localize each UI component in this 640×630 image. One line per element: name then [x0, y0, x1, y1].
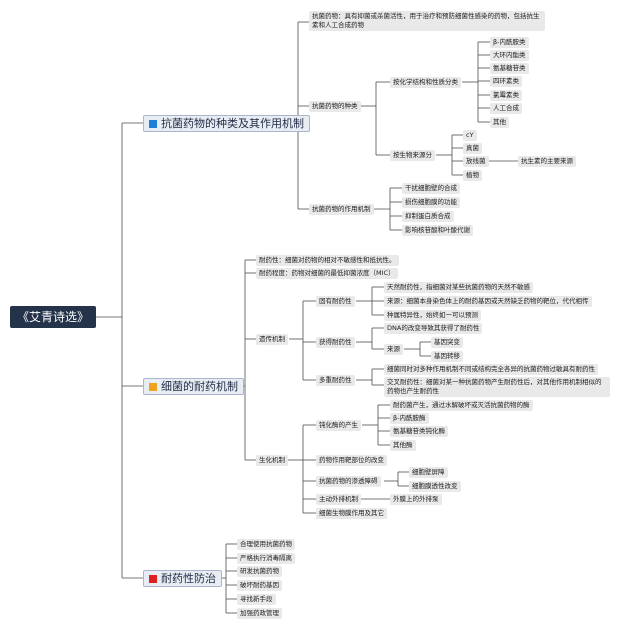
- origin-item[interactable]: 植物: [463, 170, 482, 181]
- types-node[interactable]: 抗菌药物的种类: [309, 101, 361, 112]
- mechanism-item[interactable]: 抑制蛋白质合成: [402, 211, 454, 222]
- dna-change-node[interactable]: DNA的改变导致其获得了耐药性: [384, 323, 483, 334]
- mechanism-node[interactable]: 抗菌药物的作用机制: [309, 204, 374, 215]
- orange-square-icon: [149, 383, 157, 391]
- branch-resistance-mechanism[interactable]: 细菌的耐药机制: [143, 378, 244, 395]
- by-structure-node[interactable]: 按化学结构和性质分类: [390, 77, 461, 88]
- permeability-item[interactable]: 细胞壁屏障: [409, 467, 448, 478]
- red-square-icon: [149, 575, 157, 583]
- multi-resistance-node[interactable]: 多重耐药性: [316, 375, 355, 386]
- branch-label: 耐药性防治: [161, 572, 216, 585]
- blue-square-icon: [149, 120, 157, 128]
- branch-antibacterial-types[interactable]: 抗菌药物的种类及其作用机制: [143, 115, 310, 132]
- source-item[interactable]: 基因突变: [431, 337, 463, 348]
- branch-label: 细菌的耐药机制: [161, 380, 238, 393]
- target-change-node[interactable]: 药物作用靶部位的改变: [316, 455, 387, 466]
- enzyme-item[interactable]: 其他酶: [390, 440, 416, 451]
- efflux-item[interactable]: 外膜上的外排泵: [390, 494, 442, 505]
- structure-item[interactable]: β-内酰胺类: [490, 37, 529, 48]
- mechanism-item[interactable]: 干扰细胞壁的合成: [402, 183, 460, 194]
- efflux-node[interactable]: 主动外排机制: [316, 494, 361, 505]
- branch-prevention[interactable]: 耐药性防治: [143, 570, 222, 587]
- enzyme-node[interactable]: 钝化酶的产生: [316, 420, 361, 431]
- definition-node[interactable]: 抗菌药物：具有抑菌或杀菌活性，用于治疗和预防细菌性感染的药物，包括抗生素和人工合…: [309, 11, 545, 31]
- structure-item[interactable]: 氨基糖苷类: [490, 63, 529, 74]
- intrinsic-item[interactable]: 天然耐药性，指细菌对某些抗菌药物的天然不敏感: [384, 282, 533, 293]
- by-origin-node[interactable]: 按生物来源分: [390, 150, 435, 161]
- source-item[interactable]: 基因转移: [431, 351, 463, 362]
- prevention-item[interactable]: 合理使用抗菌药物: [237, 539, 295, 550]
- intrinsic-item[interactable]: 种属特异性，始终如一可以预测: [384, 310, 481, 321]
- intrinsic-item[interactable]: 来源：细菌本身染色体上的耐药基因或天然缺乏药物的靶位，代代相传: [384, 296, 592, 307]
- mechanism-item[interactable]: 损伤细胞膜的功能: [402, 197, 460, 208]
- structure-item[interactable]: 大环内酯类: [490, 50, 529, 61]
- branch-label: 抗菌药物的种类及其作用机制: [161, 117, 304, 130]
- structure-item[interactable]: 人工合成: [490, 103, 522, 114]
- origin-item[interactable]: 放线菌: [463, 156, 489, 167]
- origin-item[interactable]: 真菌: [463, 143, 482, 154]
- multi-item[interactable]: 交叉耐药性：细菌对某一种抗菌药物产生耐药性后，对其他作用机制相似的药物也产生耐药…: [384, 377, 610, 397]
- acquired-node[interactable]: 获得耐药性: [316, 337, 355, 348]
- structure-item[interactable]: 四环素类: [490, 76, 522, 87]
- enzyme-item[interactable]: 氨基糖苷类钝化酶: [390, 426, 448, 437]
- actino-note-node[interactable]: 抗生素的主要来源: [518, 156, 576, 167]
- prevention-item[interactable]: 加强药政管理: [237, 608, 282, 619]
- biofilm-node[interactable]: 细菌生物膜作用及其它: [316, 508, 387, 519]
- resistance-node[interactable]: 耐药性：细菌对药物的相对不敏感性和抵抗性。: [256, 255, 399, 266]
- prevention-item[interactable]: 破坏耐药基因: [237, 580, 282, 591]
- origin-item[interactable]: cY: [463, 130, 477, 141]
- intrinsic-node[interactable]: 固有耐药性: [316, 296, 355, 307]
- enzyme-item[interactable]: β-内酰胺酶: [390, 413, 429, 424]
- acquired-source-node[interactable]: 来源: [384, 344, 403, 355]
- permeability-item[interactable]: 细胞膜透性改变: [409, 481, 461, 492]
- root-topic[interactable]: 《艾青诗选》: [10, 306, 96, 328]
- structure-item[interactable]: 其他: [490, 117, 509, 128]
- prevention-item[interactable]: 研发抗菌药物: [237, 566, 282, 577]
- multi-item[interactable]: 细菌同时对多种作用机制不同或结构完全各异的抗菌药物过敏具有耐药性: [384, 364, 598, 375]
- degree-node[interactable]: 耐药程度：药物对细菌的最低抑菌浓度（MIC）: [256, 268, 398, 279]
- genetic-node[interactable]: 遗传机制: [256, 334, 288, 345]
- permeability-node[interactable]: 抗菌药物的渗透障碍: [316, 476, 381, 487]
- enzyme-item[interactable]: 耐药菌产生，通过水解破坏或灭活抗菌药物的酶: [390, 400, 533, 411]
- prevention-item[interactable]: 寻找新手段: [237, 594, 276, 605]
- biochem-node[interactable]: 生化机制: [256, 455, 288, 466]
- mechanism-item[interactable]: 影响核苷酸和叶酸代谢: [402, 225, 473, 236]
- structure-item[interactable]: 氯霉素类: [490, 90, 522, 101]
- prevention-item[interactable]: 严格执行消毒隔离: [237, 553, 295, 564]
